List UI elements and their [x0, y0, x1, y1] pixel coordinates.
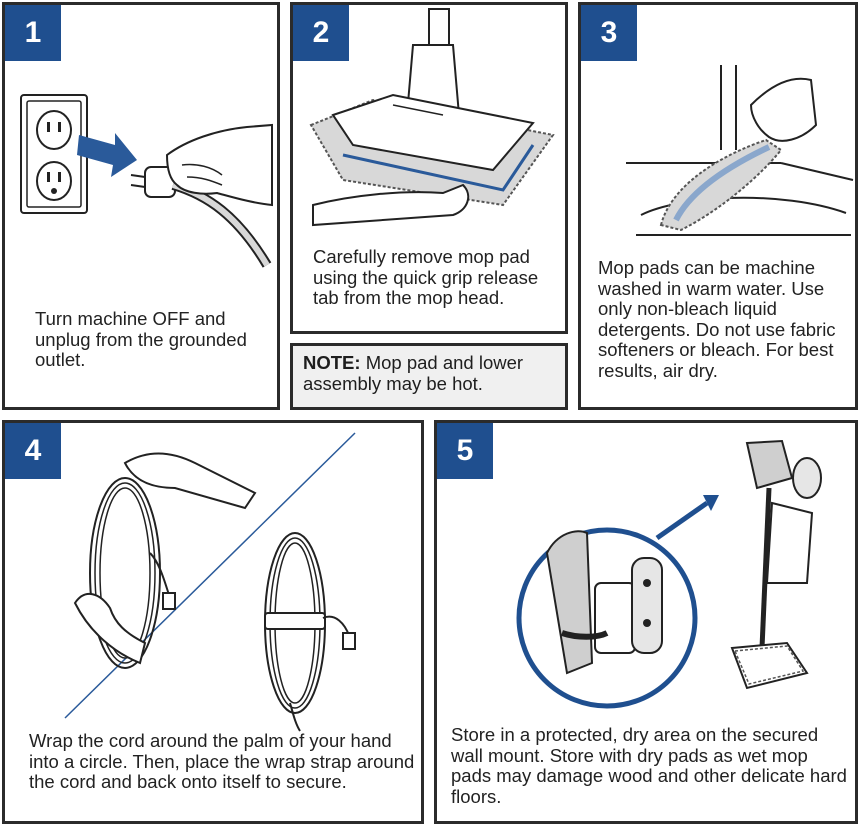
unplug-outlet-illustration [17, 85, 277, 285]
step-3-text: Mop pads can be machine washed in warm w… [598, 257, 836, 381]
step-1-text: Turn machine OFF and unplug from the gro… [35, 308, 247, 370]
washing-machine-illustration [621, 45, 856, 245]
step-2-text: Carefully remove mop pad using the quick… [313, 246, 539, 308]
step-5-number: 5 [437, 423, 493, 479]
note-label: NOTE: [303, 352, 361, 373]
wrap-cord-illustration [55, 433, 375, 733]
step-4-number: 4 [5, 423, 61, 479]
step-5-text: Store in a protected, dry area on the se… [451, 724, 847, 807]
step-1-number: 1 [5, 5, 61, 61]
step-4-text: Wrap the cord around the palm of your ha… [29, 730, 415, 792]
step-4-panel: 4 Wrap the cord around the palm of your … [2, 420, 424, 824]
hot-surface-note: NOTE: Mop pad and lower assembly may be … [290, 343, 568, 410]
wall-mount-storage-illustration [507, 433, 847, 723]
note-text: Mop pad and lower assembly may be hot. [303, 352, 524, 394]
step-2-panel: 2 Carefully remove mop pad using the qui… [290, 2, 568, 334]
step-3-number: 3 [581, 5, 637, 61]
remove-mop-pad-illustration [303, 5, 565, 235]
step-5-panel: 5 Store in a protected, dry area on the … [434, 420, 858, 824]
step-3-panel: 3 Mop pads can be machine washed in warm… [578, 2, 858, 410]
step-2-number: 2 [293, 5, 349, 61]
step-1-panel: 1 Turn machine OFF and unplug from the g… [2, 2, 280, 410]
